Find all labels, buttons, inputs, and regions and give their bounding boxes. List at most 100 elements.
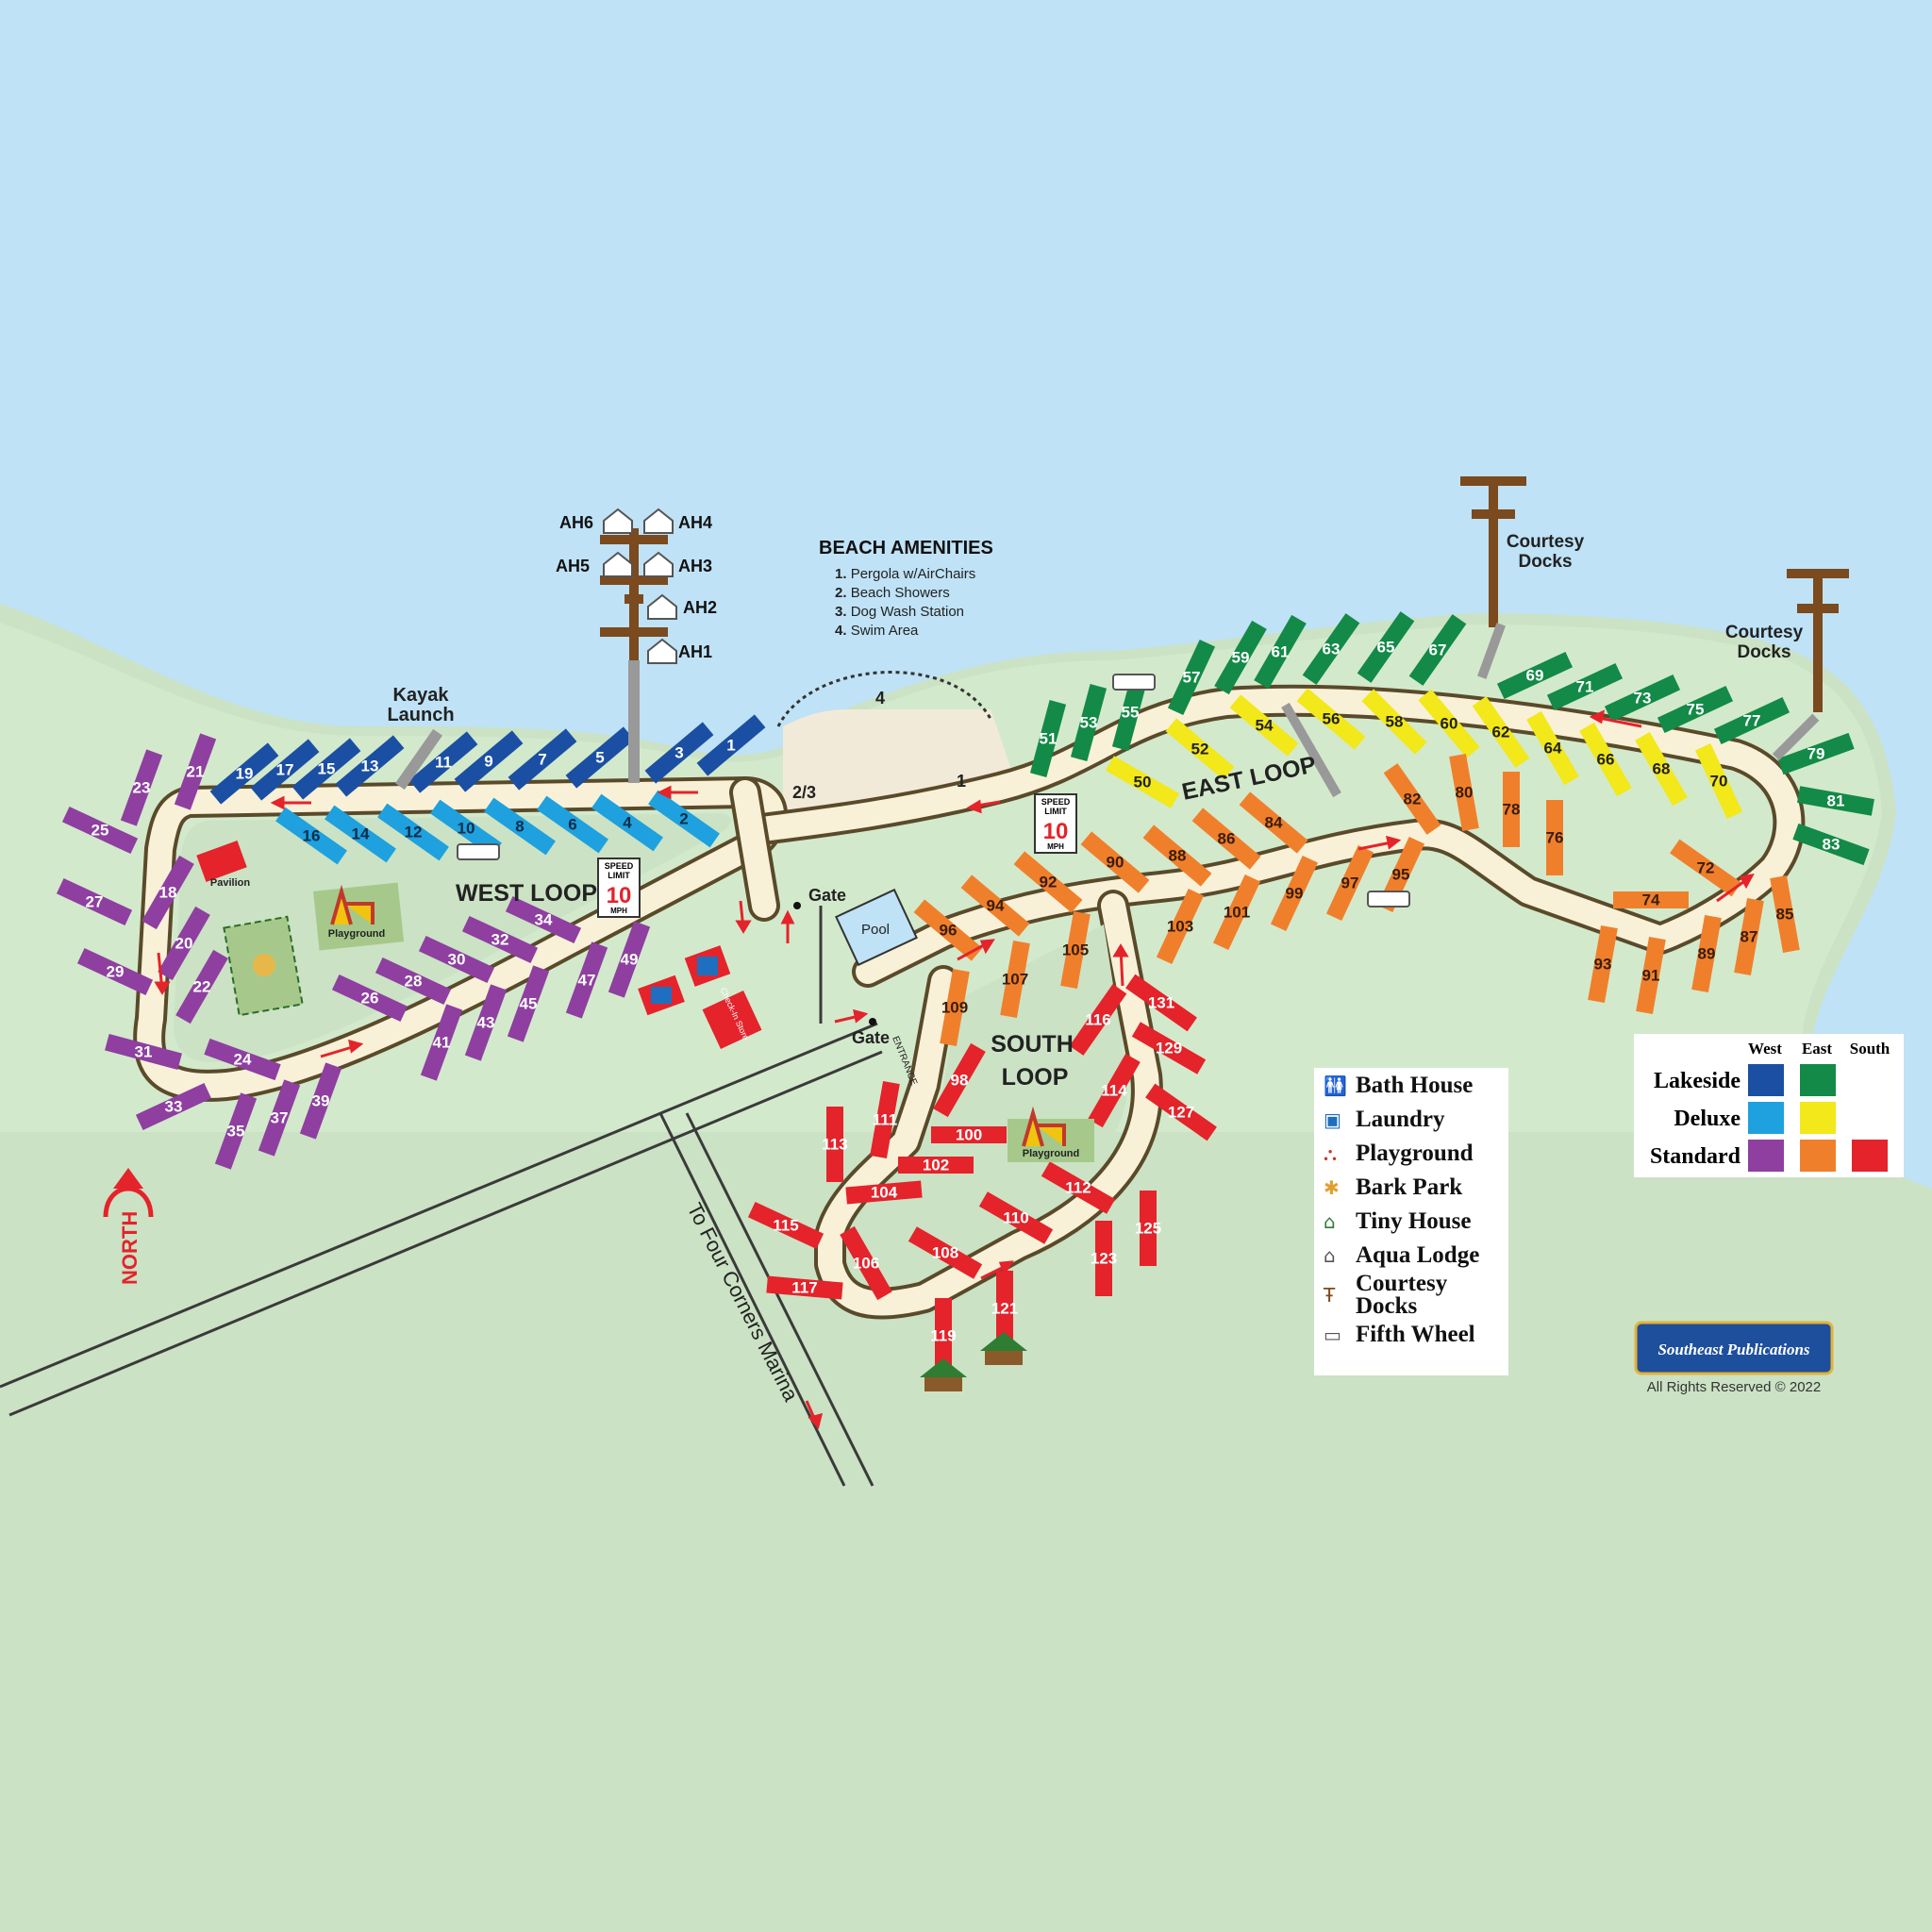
campsite-pad[interactable] <box>454 730 524 792</box>
campsite-pad[interactable] <box>76 947 154 996</box>
campsite-pad[interactable] <box>1361 689 1427 755</box>
campsite-pad[interactable] <box>931 1126 1007 1143</box>
campsite-pad[interactable] <box>299 1062 342 1140</box>
campsite-pad[interactable] <box>335 735 405 797</box>
campsite-pad[interactable] <box>418 935 495 984</box>
campsite-pad[interactable] <box>1167 639 1216 716</box>
campsite-pad[interactable] <box>565 941 608 1019</box>
campsite-pad[interactable] <box>591 793 663 852</box>
campsite-pad[interactable] <box>845 1180 923 1205</box>
campsite-pad[interactable] <box>105 1033 182 1071</box>
campsite-pad[interactable] <box>1579 722 1632 797</box>
campsite-pad[interactable] <box>1588 925 1618 1003</box>
campsite-pad[interactable] <box>696 714 766 776</box>
campsite-pad[interactable] <box>258 1079 301 1157</box>
campsite-pad[interactable] <box>1636 937 1666 1014</box>
campsite-pad[interactable] <box>1212 874 1261 951</box>
campsite-pad[interactable] <box>484 797 556 856</box>
campsite-pad[interactable] <box>507 965 550 1042</box>
campsite-pad[interactable] <box>1635 731 1688 807</box>
campsite-pad[interactable] <box>158 906 210 981</box>
campsite-pad[interactable] <box>1069 984 1127 1056</box>
campsite-pad[interactable] <box>214 1092 258 1170</box>
campsite-pad[interactable] <box>1088 1053 1141 1128</box>
campsite-pad[interactable] <box>1131 1022 1207 1074</box>
campsite-pad[interactable] <box>747 1201 824 1250</box>
campsite-pad[interactable] <box>870 1081 900 1158</box>
campsite-pad[interactable] <box>56 877 133 926</box>
campsite-pad[interactable] <box>1604 674 1681 723</box>
campsite-pad[interactable] <box>1142 824 1212 887</box>
campsite-pad[interactable] <box>1734 898 1764 975</box>
campsite-pad[interactable] <box>175 949 228 1024</box>
campsite-pad[interactable] <box>1296 688 1366 750</box>
campsite-pad[interactable] <box>898 1157 974 1174</box>
campsite-pad[interactable] <box>913 899 983 961</box>
campsite-pad[interactable] <box>1191 808 1261 870</box>
campsite-pad[interactable] <box>826 1107 843 1182</box>
campsite-pad[interactable] <box>505 895 582 944</box>
campsite-pad[interactable] <box>174 733 217 810</box>
campsite-pad[interactable] <box>1060 911 1091 989</box>
campsite-pad[interactable] <box>420 1004 463 1081</box>
campsite-pad[interactable] <box>644 722 714 784</box>
campsite-pad[interactable] <box>1105 756 1180 808</box>
campsite-pad[interactable] <box>377 803 449 861</box>
campsite-pad[interactable] <box>940 969 970 1046</box>
campsite-pad[interactable] <box>1270 855 1319 932</box>
campsite-pad[interactable] <box>1503 772 1520 847</box>
campsite-pad[interactable] <box>135 1082 212 1131</box>
campsite-pad[interactable] <box>1029 700 1067 777</box>
campsite-pad[interactable] <box>1449 754 1479 831</box>
campsite-pad[interactable] <box>1302 613 1360 685</box>
campsite-pad[interactable] <box>275 807 347 865</box>
campsite-pad[interactable] <box>1145 1083 1217 1141</box>
campsite-pad[interactable] <box>1670 839 1741 897</box>
campsite-pad[interactable] <box>508 728 577 791</box>
campsite-pad[interactable] <box>61 806 139 855</box>
campsite-pad[interactable] <box>1357 611 1415 683</box>
campsite-pad[interactable] <box>1165 718 1235 780</box>
campsite-pad[interactable] <box>209 742 279 805</box>
campsite-pad[interactable] <box>1325 844 1374 922</box>
campsite-pad[interactable] <box>1080 831 1150 893</box>
campsite-pad[interactable] <box>430 799 502 858</box>
campsite-pad[interactable] <box>464 984 508 1061</box>
campsite-pad[interactable] <box>766 1275 843 1300</box>
campsite-pad[interactable] <box>1239 791 1308 854</box>
campsite-pad[interactable] <box>1792 823 1870 866</box>
campsite-pad[interactable] <box>1254 614 1307 690</box>
campsite-pad[interactable] <box>142 855 194 930</box>
campsite-pad[interactable] <box>537 795 608 854</box>
campsite-pad[interactable] <box>1613 891 1689 908</box>
campsite-pad[interactable] <box>996 1271 1013 1346</box>
campsite-pad[interactable] <box>1546 800 1563 875</box>
campsite-pad[interactable] <box>1214 620 1267 695</box>
campsite-pad[interactable] <box>1156 888 1205 965</box>
campsite-pad[interactable] <box>1472 696 1530 768</box>
campsite-pad[interactable] <box>325 805 396 863</box>
campsite-pad[interactable] <box>1496 651 1574 700</box>
campsite-pad[interactable] <box>960 874 1030 937</box>
campsite-pad[interactable] <box>375 957 452 1006</box>
campsite-pad[interactable] <box>1408 614 1467 686</box>
campsite-pad[interactable] <box>204 1038 281 1081</box>
campsite-pad[interactable] <box>1041 1161 1116 1214</box>
campsite-pad[interactable] <box>120 749 163 826</box>
campsite-pad[interactable] <box>250 739 320 801</box>
campsite-pad[interactable] <box>1770 875 1800 953</box>
campsite-pad[interactable] <box>1691 915 1722 992</box>
campsite-pad[interactable] <box>933 1042 986 1118</box>
campsite-pad[interactable] <box>1526 710 1579 786</box>
campsite-pad[interactable] <box>978 1191 1054 1244</box>
campsite-pad[interactable] <box>1713 696 1790 745</box>
campsite-pad[interactable] <box>331 974 408 1023</box>
campsite-pad[interactable] <box>1383 763 1441 835</box>
campsite-pad[interactable] <box>840 1225 892 1301</box>
campsite-pad[interactable] <box>1229 694 1299 757</box>
campsite-pad[interactable] <box>408 731 478 793</box>
campsite-pad[interactable] <box>1797 786 1874 816</box>
campsite-pad[interactable] <box>908 1226 983 1279</box>
campsite-pad[interactable] <box>935 1298 952 1374</box>
campsite-pad[interactable] <box>1546 662 1624 711</box>
